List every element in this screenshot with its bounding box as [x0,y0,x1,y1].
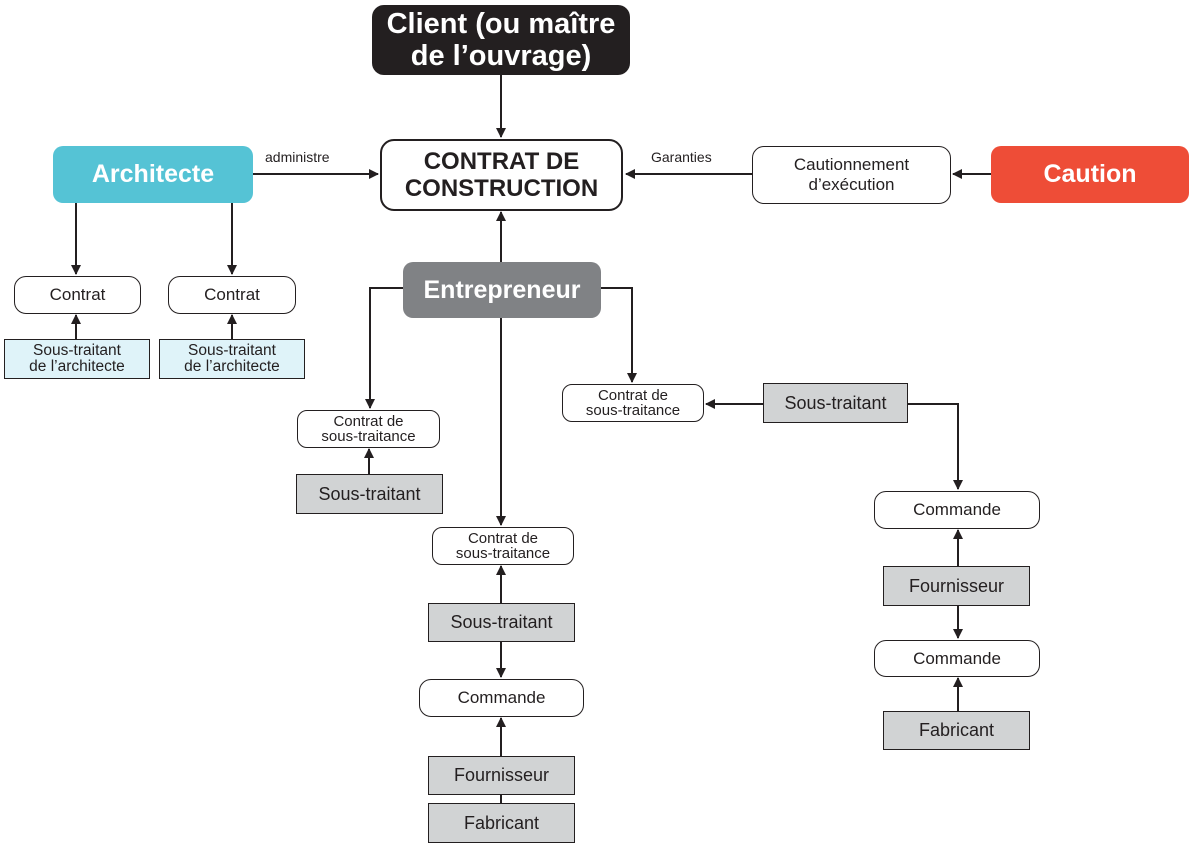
right-order-1-node: Commande [874,491,1040,529]
right-subcontractor-node: Sous-traitant [763,383,908,423]
left-subcontract-node: Contrat de sous-traitance [297,410,440,448]
center-subcontractor-node: Sous-traitant [428,603,575,642]
client-node: Client (ou maître de l’ouvrage) [372,5,630,75]
administre-label: administre [265,149,330,165]
architect-contract-left: Contrat [14,276,141,314]
right-subcontract-node: Contrat de sous-traitance [562,384,704,422]
arrow-entrepreneur-to-right-contract [600,287,637,383]
garanties-label: Garanties [651,149,712,165]
center-maker-node: Fabricant [428,803,575,843]
arrow-entrepreneur-to-left-contract [365,287,404,409]
right-maker-node: Fabricant [883,711,1030,750]
center-supplier-node: Fournisseur [428,756,575,795]
right-supplier-node: Fournisseur [883,566,1030,606]
entrepreneur-node: Entrepreneur [403,262,601,318]
right-order-2-node: Commande [874,640,1040,677]
cautionnement-node: Cautionnement d’exécution [752,146,951,204]
architect-contract-right: Contrat [168,276,296,314]
center-subcontract-node: Contrat de sous-traitance [432,527,574,565]
left-subcontractor-node: Sous-traitant [296,474,443,514]
architect-subcontractor-left: Sous-traitant de l’architecte [4,339,150,379]
arrow-right-sub-to-order [908,403,963,490]
center-order-node: Commande [419,679,584,717]
construction-contract-node: CONTRAT DE CONSTRUCTION [380,139,623,211]
caution-node: Caution [991,146,1189,203]
architect-node: Architecte [53,146,253,203]
architect-subcontractor-right: Sous-traitant de l’architecte [159,339,305,379]
